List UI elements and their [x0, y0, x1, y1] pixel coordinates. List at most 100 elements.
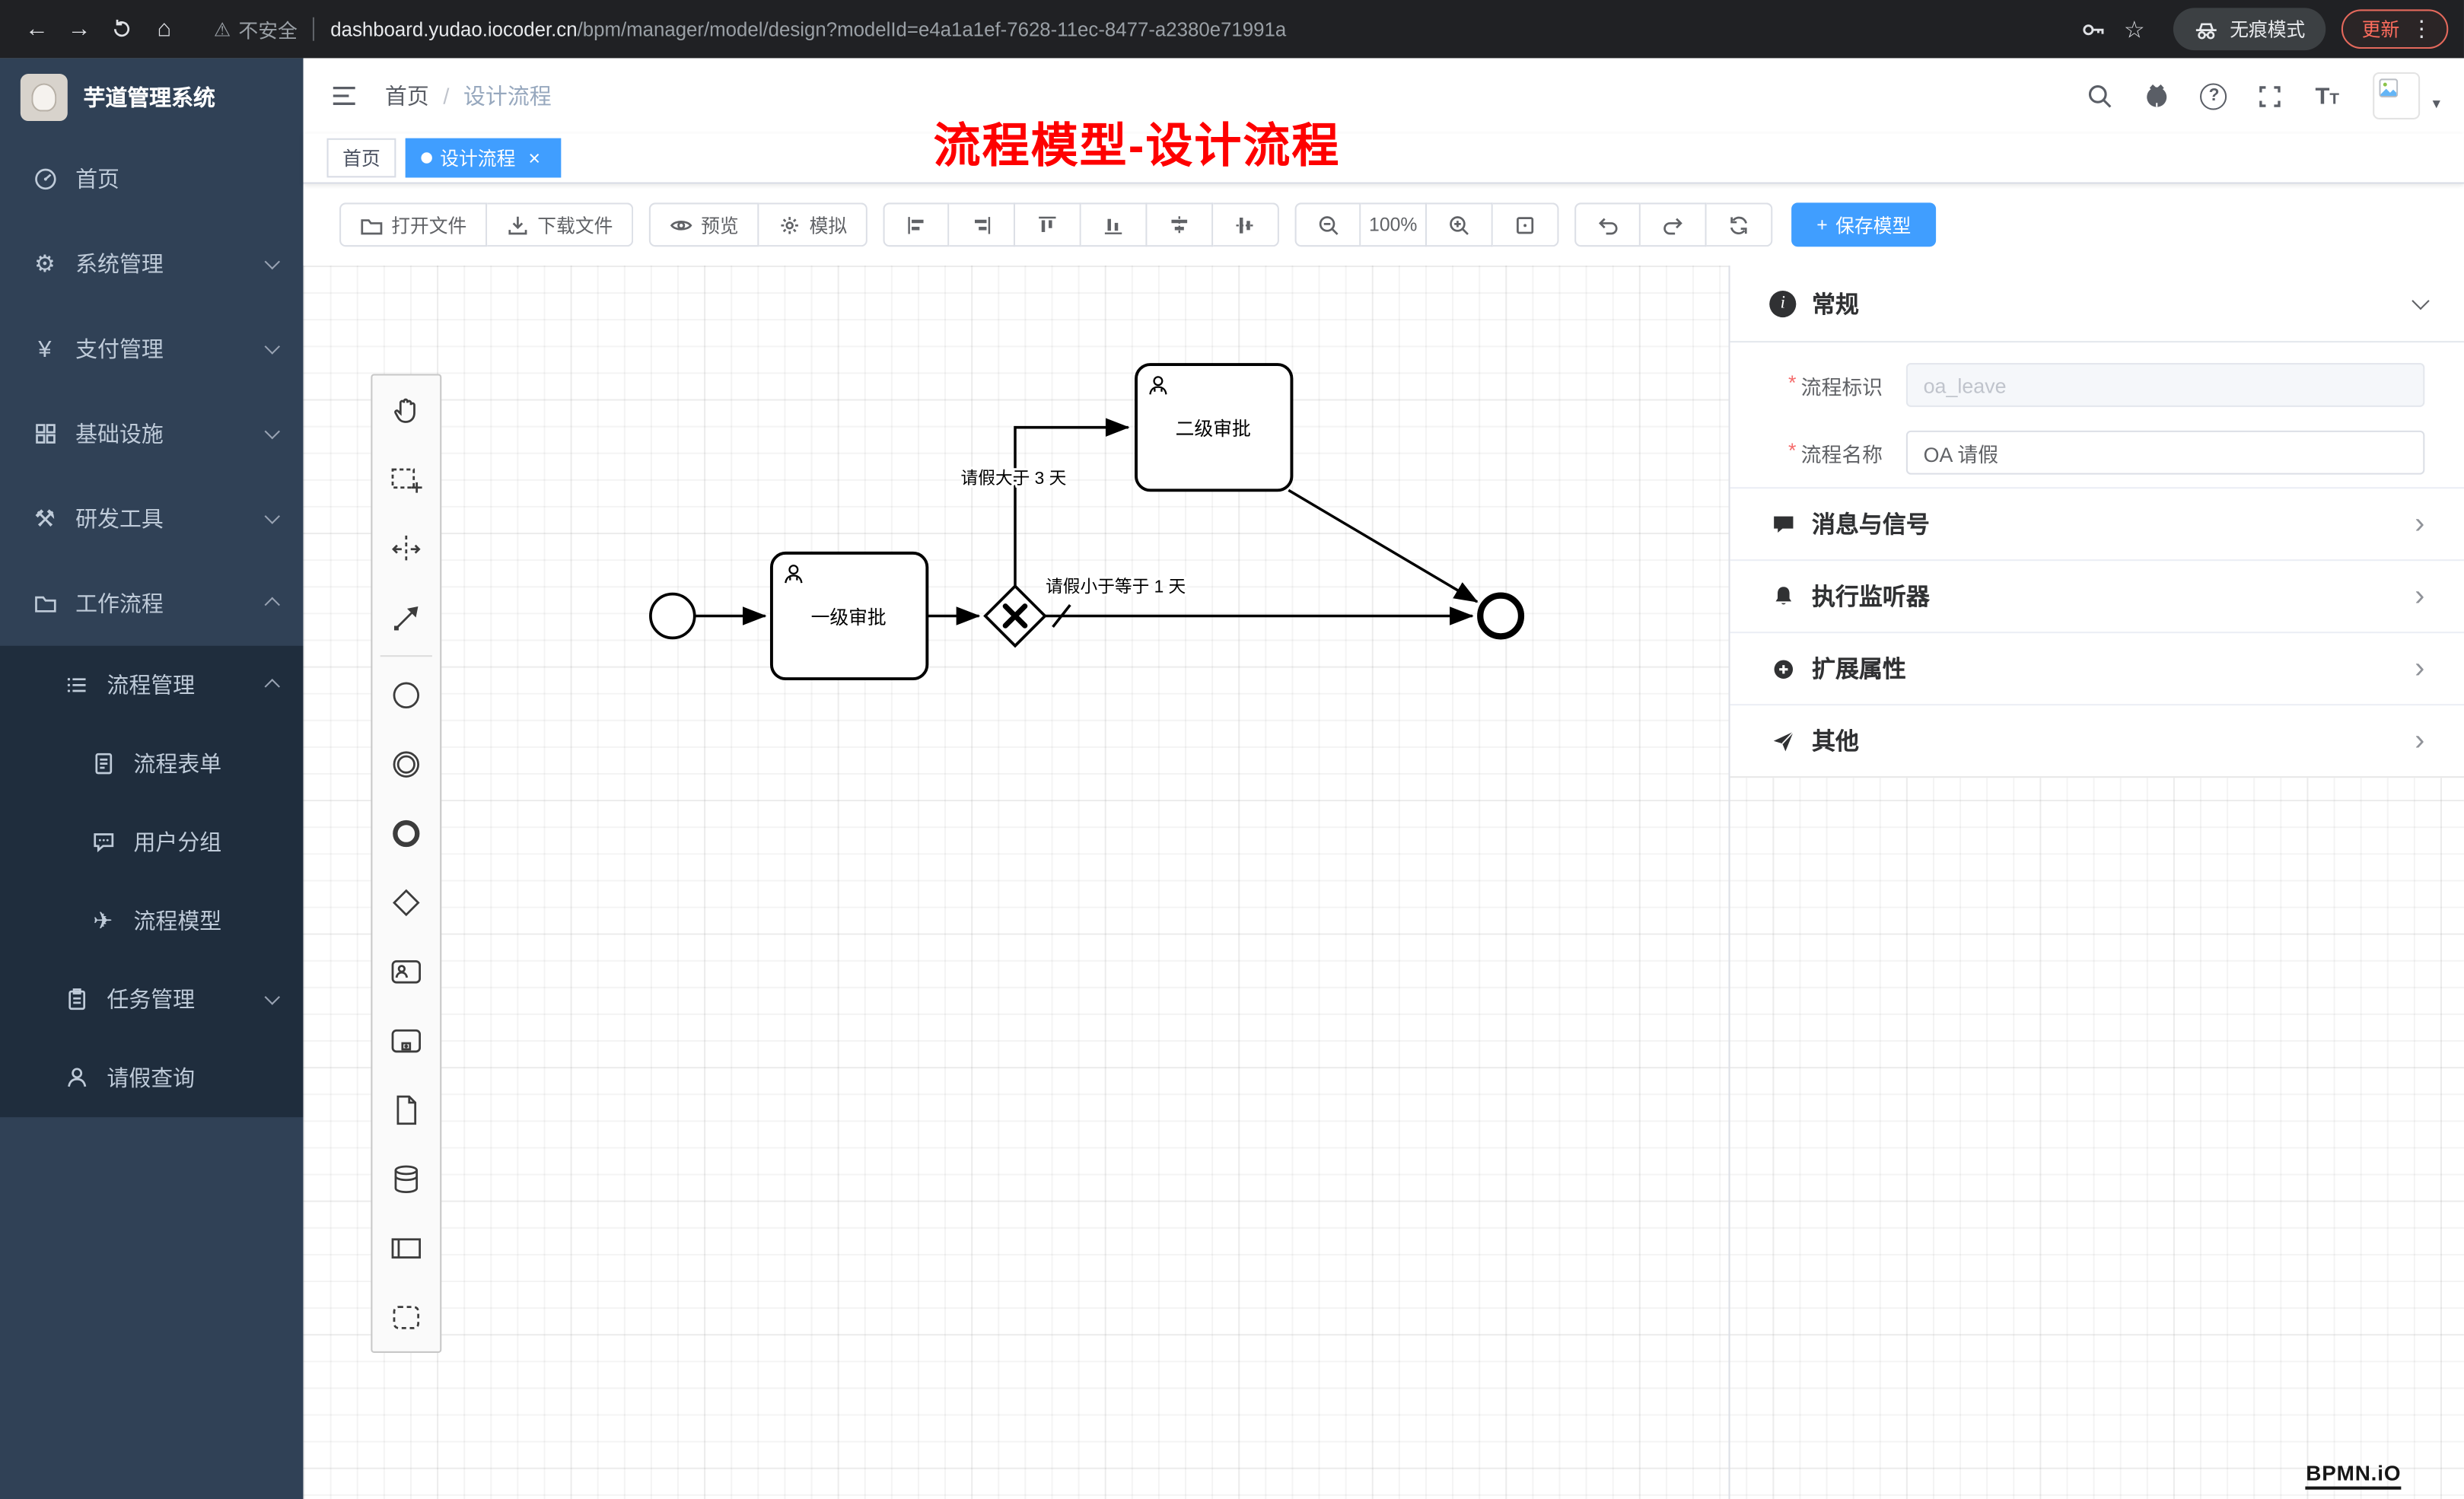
create-user-task[interactable]: [372, 937, 440, 1006]
reload-icon: [113, 19, 130, 37]
task-node-first-approval[interactable]: 一级审批: [769, 551, 929, 681]
create-group[interactable]: [372, 1282, 440, 1351]
flow-label-le1[interactable]: 请假小于等于 1 天: [1043, 574, 1188, 598]
sidebar-item-user-group[interactable]: 用户分组: [0, 803, 304, 881]
tab-label: 设计流程: [440, 148, 516, 170]
create-call-activity[interactable]: [372, 1006, 440, 1075]
url-text[interactable]: dashboard.yudao.iocoder.cn/bpm/manager/m…: [330, 18, 2064, 40]
undo-button[interactable]: [1574, 202, 1641, 247]
omnibox[interactable]: ⚠ 不安全 dashboard.yudao.iocoder.cn/bpm/man…: [201, 7, 2157, 51]
section-other[interactable]: 其他 ›: [1730, 704, 2464, 776]
sidebar-item-workflow[interactable]: 工作流程: [0, 561, 304, 646]
exclusive-gateway-node[interactable]: [983, 584, 1047, 648]
sidebar-item-home[interactable]: 首页: [0, 137, 304, 222]
align-left-button[interactable]: [883, 202, 950, 247]
zoom-reset-button[interactable]: [1492, 202, 1559, 247]
key-icon[interactable]: [2080, 17, 2105, 42]
reload-button[interactable]: [100, 8, 143, 50]
grid-icon: [31, 421, 58, 446]
align-center-h-icon: [1171, 215, 1188, 234]
start-event-node[interactable]: [649, 592, 696, 640]
align-right-button[interactable]: [949, 202, 1016, 247]
create-data-object[interactable]: [372, 1074, 440, 1144]
section-general[interactable]: i 常规: [1730, 266, 2464, 343]
section-messages-signals[interactable]: 消息与信号 ›: [1730, 487, 2464, 559]
create-start-event[interactable]: [372, 660, 440, 729]
zoom-level[interactable]: 100%: [1361, 202, 1428, 247]
lasso-tool[interactable]: [372, 444, 440, 514]
chevron-down-icon: [264, 423, 279, 438]
flow-label-gt3[interactable]: 请假大于 3 天: [958, 466, 1068, 490]
folder-icon: [31, 590, 58, 616]
gateway-icon: [393, 888, 420, 916]
update-label: 更新: [2361, 18, 2400, 41]
breadcrumb-home[interactable]: 首页: [384, 83, 429, 109]
restart-button[interactable]: [1706, 202, 1773, 247]
global-connect-tool[interactable]: [372, 583, 440, 652]
align-center-horizontal-button[interactable]: [1147, 202, 1214, 247]
create-data-store[interactable]: [372, 1144, 440, 1213]
fullscreen-button[interactable]: [2247, 72, 2294, 119]
open-file-button[interactable]: 打开文件: [339, 202, 488, 247]
sidebar-item-label: 任务管理: [107, 986, 196, 1012]
sidebar-item-process-management[interactable]: 流程管理: [0, 646, 304, 724]
bpmn-canvas[interactable]: 请假大于 3 天 请假小于等于 1 天 一级审批: [303, 265, 2464, 1499]
close-icon[interactable]: ×: [528, 145, 541, 169]
flow-gateway-to-task2[interactable]: [1014, 418, 1130, 587]
task-label: 二级审批: [1176, 419, 1251, 440]
align-center-vertical-button[interactable]: [1213, 202, 1280, 247]
sidebar-item-infrastructure[interactable]: 基础设施: [0, 391, 304, 476]
preview-button[interactable]: 预览: [648, 202, 759, 247]
sidebar-item-process-model[interactable]: ✈ 流程模型: [0, 881, 304, 960]
save-model-button[interactable]: + 保存模型: [1791, 202, 1937, 247]
end-event-node[interactable]: [1477, 592, 1525, 640]
redo-button[interactable]: [1641, 202, 1707, 247]
section-execution-listeners[interactable]: 执行监听器 ›: [1730, 559, 2464, 632]
download-file-button[interactable]: 下载文件: [487, 202, 634, 247]
zoom-out-button[interactable]: [1294, 202, 1361, 247]
intermediate-event-icon: [393, 750, 420, 777]
create-intermediate-event[interactable]: [372, 729, 440, 798]
create-end-event[interactable]: [372, 798, 440, 867]
forward-button[interactable]: →: [58, 8, 100, 50]
sidebar-item-process-form[interactable]: 流程表单: [0, 724, 304, 803]
security-label[interactable]: 不安全: [238, 20, 298, 43]
bpmn-diagram[interactable]: 请假大于 3 天 请假小于等于 1 天 一级审批: [304, 266, 2464, 1499]
flow-task2-to-end[interactable]: [1288, 489, 1479, 603]
simulate-button[interactable]: 模拟: [759, 202, 868, 247]
hamburger-icon[interactable]: [327, 78, 361, 113]
process-name-field[interactable]: [1905, 430, 2425, 475]
create-participant[interactable]: [372, 1213, 440, 1282]
github-button[interactable]: [2134, 72, 2181, 119]
hand-tool[interactable]: [372, 376, 440, 445]
sidebar-item-leave-query[interactable]: 请假查询: [0, 1039, 304, 1117]
browser-menu-icon[interactable]: ⋮: [2410, 15, 2433, 41]
align-top-button[interactable]: [1015, 202, 1081, 247]
zoom-in-button[interactable]: [1427, 202, 1493, 247]
caret-down-icon[interactable]: ▾: [2432, 94, 2440, 113]
search-button[interactable]: [2077, 72, 2125, 119]
sidebar-item-task-management[interactable]: 任务管理: [0, 960, 304, 1039]
tab-design-process[interactable]: 设计流程 ×: [405, 138, 562, 178]
process-key-field[interactable]: [1905, 363, 2425, 407]
avatar[interactable]: [2373, 72, 2421, 119]
browser-chrome: ← → ⌂ ⚠ 不安全 dashboard.yudao.iocoder.cn/b…: [0, 0, 2464, 59]
help-button[interactable]: ?: [2191, 72, 2238, 119]
space-tool[interactable]: [372, 514, 440, 583]
create-gateway[interactable]: [372, 867, 440, 937]
align-bottom-button[interactable]: [1081, 202, 1148, 247]
bpmn-io-watermark[interactable]: BPMN.iO: [2306, 1461, 2402, 1490]
tab-home[interactable]: 首页: [326, 138, 396, 178]
sidebar-item-payment[interactable]: ¥ 支付管理: [0, 307, 304, 392]
app-logo[interactable]: 芋道管理系统: [0, 58, 304, 136]
task-node-second-approval[interactable]: 二级审批: [1135, 363, 1294, 492]
back-button[interactable]: ←: [16, 8, 59, 50]
bookmark-star-icon[interactable]: ☆: [2123, 16, 2145, 43]
home-button[interactable]: ⌂: [143, 8, 186, 50]
update-button[interactable]: 更新 ⋮: [2341, 9, 2449, 49]
sidebar-item-system[interactable]: ⚙ 系统管理: [0, 221, 304, 307]
sidebar-item-devtools[interactable]: ⚒ 研发工具: [0, 476, 304, 562]
section-extended-properties[interactable]: 扩展属性 ›: [1730, 632, 2464, 704]
